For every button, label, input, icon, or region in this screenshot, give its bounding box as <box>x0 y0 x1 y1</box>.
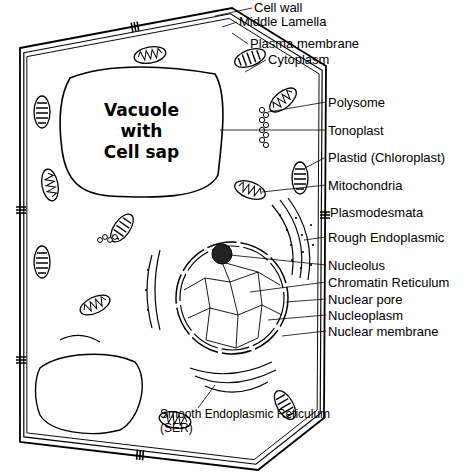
part-label: Cell wall <box>254 0 302 15</box>
polysome <box>259 107 268 147</box>
part-label: Nucleolus <box>328 258 385 273</box>
polysome <box>98 235 118 243</box>
part-label: Tonoplast <box>328 123 384 138</box>
part-label: Nucleoplasm <box>328 308 403 323</box>
plasmodesma <box>16 207 26 213</box>
part-label: Cytoplasm <box>268 52 329 67</box>
part-label: Smooth Endoplasmic Reticulum (SER) <box>160 407 340 435</box>
part-label: Plasma membrane <box>250 36 359 51</box>
plasmodesma <box>16 357 26 363</box>
chloroplast <box>292 162 308 194</box>
chromatin-reticulum <box>184 262 282 348</box>
plasma-membrane-line <box>27 18 319 459</box>
vacuole-tonoplast <box>60 67 223 197</box>
mitochondrion <box>232 177 268 203</box>
small-vacuole <box>36 354 143 433</box>
plasmodesma <box>320 212 330 218</box>
part-label: Plastid (Chloroplast) <box>328 150 445 165</box>
chloroplast <box>106 210 137 245</box>
chloroplast <box>34 96 50 128</box>
plasmodesma <box>131 22 139 33</box>
plasmodesma <box>137 450 144 460</box>
part-label: Polysome <box>328 95 385 110</box>
mitochondrion <box>77 291 113 319</box>
part-label: Nuclear membrane <box>328 324 439 339</box>
part-label: Mitochondria <box>328 178 402 193</box>
part-label: Plasmodesmata <box>330 205 423 220</box>
nucleolus-body <box>212 244 232 264</box>
part-label: Chromatin Reticulum <box>328 275 449 290</box>
cell-wall-outline <box>20 8 326 470</box>
chloroplast <box>34 246 50 278</box>
leader-lines <box>198 8 326 408</box>
mitochondrion <box>133 44 167 65</box>
middle-lamella-line <box>24 14 322 464</box>
nuclear-membrane-outer <box>176 242 288 354</box>
part-label: Middle Lamella <box>239 14 326 29</box>
part-label: Nuclear pore <box>328 292 402 307</box>
mitochondrion <box>39 168 60 202</box>
part-label: Rough Endoplasmic <box>328 230 444 245</box>
region-label: Vacuole with Cell sap <box>102 100 181 163</box>
nuclear-membrane-inner <box>180 246 284 350</box>
